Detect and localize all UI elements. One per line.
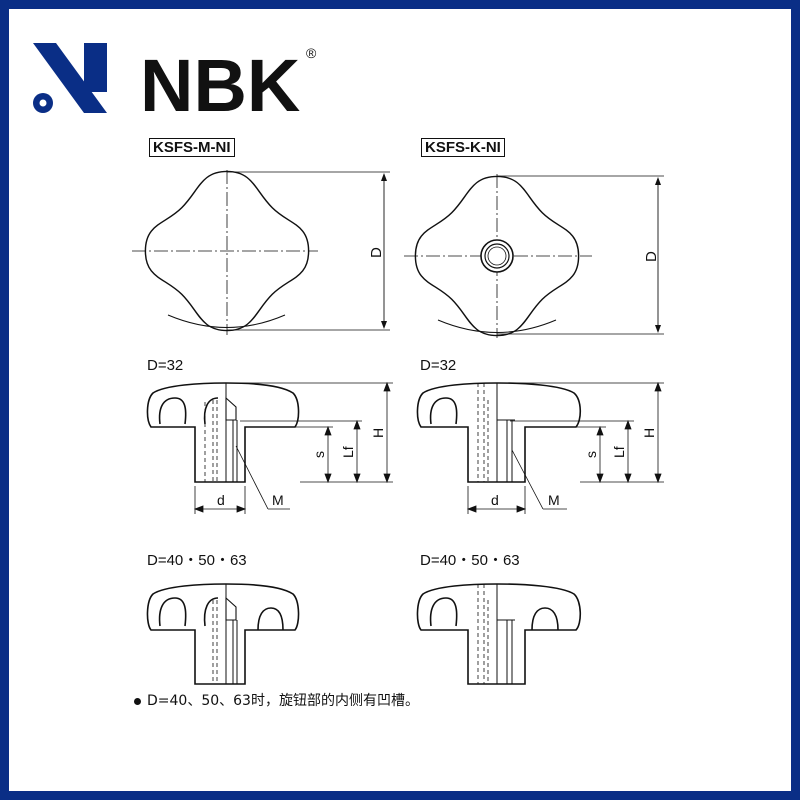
brand-name: NBK (140, 44, 300, 127)
section-label-m-40-50-63: D=40・50・63 (147, 552, 247, 569)
dim-d-small-label-m: d (217, 492, 225, 508)
dim-lf-label-k: Lf (611, 446, 627, 458)
bullet-icon (134, 697, 141, 705)
dim-h-label-m: H (370, 428, 386, 438)
model-tag-k: KSFS-K-NI (421, 138, 505, 157)
footnote-text: D=40、50、63时，旋钮部的内侧有凹槽。 (147, 693, 419, 709)
dim-s-label-m: s (311, 451, 327, 458)
section-label-k-32: D=32 (420, 357, 457, 374)
section-label-m-32: D=32 (147, 357, 184, 374)
footnote: D=40、50、63时，旋钮部的内侧有凹槽。 (134, 690, 419, 710)
nbk-logo-icon (33, 43, 107, 113)
top-view-k (404, 174, 664, 338)
dim-d-label-m: D (368, 247, 385, 258)
dim-d-label-k: D (643, 251, 660, 262)
dim-m-label-m: M (272, 492, 284, 508)
registered-mark: ® (306, 45, 317, 61)
section-label-k-40-50-63: D=40・50・63 (420, 552, 520, 569)
dim-h-label-k: H (641, 428, 657, 438)
dim-lf-label-m: Lf (340, 446, 356, 458)
dim-s-label-k: s (583, 451, 599, 458)
side-dims-k-32 (466, 381, 664, 514)
dim-m-label-k: M (548, 492, 560, 508)
side-view-k-40-50-63 (416, 583, 582, 685)
model-tag-m: KSFS-M-NI (149, 138, 235, 157)
side-view-m-32 (146, 382, 300, 483)
side-view-m-40-50-63 (146, 583, 300, 685)
diagram-frame (9, 9, 791, 791)
side-view-k-32 (416, 382, 582, 483)
top-view-m (132, 170, 390, 335)
side-dims-m-32 (193, 381, 393, 514)
dim-d-small-label-k: d (491, 492, 499, 508)
